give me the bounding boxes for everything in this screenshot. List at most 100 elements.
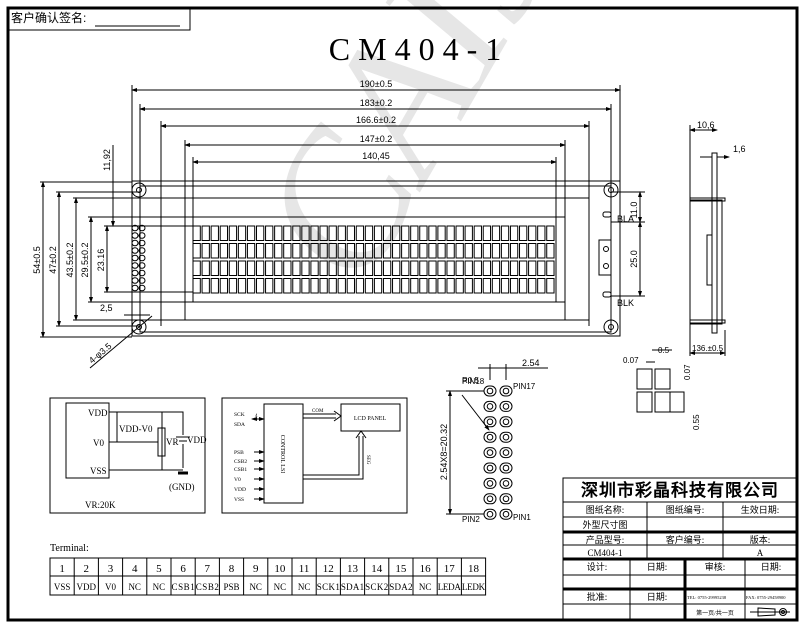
character-cell [455, 278, 464, 294]
character-cell [419, 225, 428, 241]
character-cell [328, 243, 337, 259]
terminal-signal: LEDA [438, 582, 462, 592]
character-cell [328, 260, 337, 276]
character-cell [219, 260, 229, 276]
character-cell [219, 225, 229, 241]
pin-pad [483, 477, 497, 489]
svg-text:R0.5: R0.5 [462, 376, 479, 385]
character-cell [192, 225, 201, 241]
character-cell [528, 260, 537, 276]
character-cell [419, 278, 428, 294]
svg-text:2.54: 2.54 [522, 358, 540, 368]
svg-text:生效日期:: 生效日期: [741, 504, 780, 515]
character-cell [491, 260, 501, 276]
character-cell [446, 260, 455, 276]
character-cell [392, 278, 401, 294]
pin-pad [499, 477, 513, 489]
terminal-number: 12 [323, 563, 334, 575]
svg-text:图纸名称:: 图纸名称: [586, 504, 625, 515]
character-cell [401, 243, 410, 259]
module-pin-header [131, 224, 146, 292]
character-cell [346, 278, 355, 294]
character-cell [482, 260, 492, 276]
input-signal-label: VSS [234, 497, 244, 503]
svg-text:PIN17: PIN17 [513, 382, 536, 391]
character-cell [482, 278, 492, 294]
character-cell [464, 278, 473, 294]
character-cell [310, 225, 319, 241]
terminal-signal: NC [249, 582, 262, 592]
character-cell [319, 225, 328, 241]
svg-text:PIN18: PIN18 [462, 377, 485, 386]
svg-text:43.5±0.2: 43.5±0.2 [65, 243, 75, 278]
character-cell [237, 243, 247, 259]
mount-hole [131, 182, 147, 198]
character-cell [509, 243, 519, 259]
svg-text:产品型号:: 产品型号: [586, 534, 625, 545]
character-cell [246, 260, 256, 276]
character-cell [519, 278, 528, 294]
character-cell [292, 278, 301, 294]
character-cell [355, 260, 365, 276]
character-cell [283, 260, 292, 276]
input-signal-label: SCK [234, 412, 245, 418]
character-cell [537, 225, 546, 241]
pin-pad [499, 462, 513, 474]
character-cell [500, 225, 510, 241]
character-cell [373, 260, 383, 276]
character-cell [437, 278, 446, 294]
character-cell [364, 278, 374, 294]
character-cell [509, 225, 519, 241]
svg-text:54±0.5: 54±0.5 [32, 246, 42, 273]
character-cell [346, 225, 355, 241]
pin-pad [131, 224, 139, 232]
svg-text:V0: V0 [93, 438, 104, 448]
character-cell [364, 260, 374, 276]
svg-text:VR:20K: VR:20K [85, 500, 116, 510]
character-cell [491, 243, 501, 259]
character-cell [337, 225, 346, 241]
pin-pad [483, 493, 497, 505]
character-cell [319, 278, 328, 294]
svg-text:166.6±0.2: 166.6±0.2 [356, 115, 396, 125]
svg-text:A: A [757, 548, 764, 558]
pin-pad [138, 277, 146, 284]
character-cell [228, 243, 238, 259]
pin-header-detail: 2.54 R0.5 PIN18 PIN17 PIN2 PIN1 2.54X8=2… [439, 358, 548, 524]
terminal-signal: SCK1 [317, 582, 340, 592]
page-title: C M 4 0 4 - 1 [329, 31, 501, 67]
svg-text:COM: COM [312, 409, 324, 414]
terminal-label: Terminal: [50, 543, 89, 554]
sheet-border [6, 6, 799, 622]
terminal-signal: NC [419, 582, 432, 592]
svg-text:0.07: 0.07 [683, 364, 692, 380]
svg-text:LCD PANEL: LCD PANEL [354, 416, 387, 422]
character-cell [482, 243, 492, 259]
terminal-signal: SCK2 [365, 582, 388, 592]
pin-pad [138, 232, 146, 239]
character-cell [237, 260, 247, 276]
character-cell [428, 225, 437, 241]
pin-pad [499, 385, 513, 397]
character-cell [246, 278, 256, 294]
svg-text:4-φ3.5: 4-φ3.5 [87, 341, 114, 366]
character-cell [310, 260, 319, 276]
input-signal-label: PSB [234, 450, 244, 456]
svg-text:BLK: BLK [617, 298, 634, 308]
svg-text:图纸编号:: 图纸编号: [666, 504, 705, 515]
character-cell [337, 260, 346, 276]
pin-pad [483, 431, 497, 443]
pin-pad [499, 431, 513, 443]
character-cell [500, 243, 510, 259]
character-cell [192, 278, 201, 294]
character-cell [364, 225, 374, 241]
svg-text:140,45: 140,45 [362, 151, 390, 161]
character-cell [255, 260, 265, 276]
svg-text:25.0: 25.0 [629, 250, 639, 268]
title-block: 深圳市彩晶科技有限公司 图纸名称: 图纸编号: 生效日期: 外型尺寸图 产品型号… [562, 477, 798, 621]
character-cell [382, 243, 392, 259]
character-cell [528, 243, 537, 259]
character-cell [228, 260, 238, 276]
mount-hole [603, 319, 619, 335]
character-grid [192, 225, 555, 294]
